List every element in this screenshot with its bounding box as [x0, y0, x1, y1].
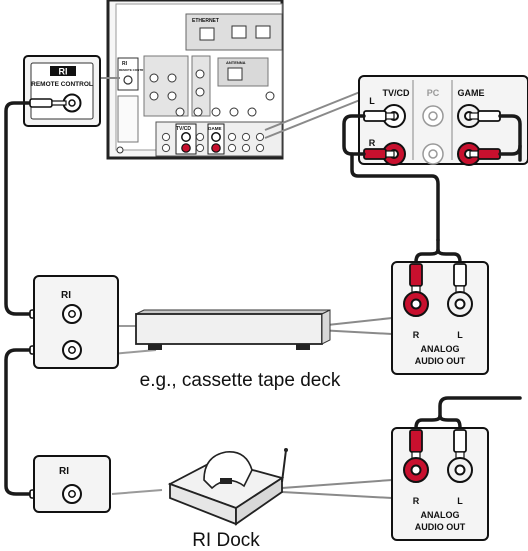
receiver-rear-panel: ETHERNET RI REMOTE CONTROL ANTENNA TV/CD… [106, 0, 284, 160]
ri-panel-2-logo: RI [59, 466, 69, 477]
remote-control-label: REMOTE CONTROL [31, 81, 93, 88]
deck-audio-out-label: AUDIO OUT [415, 356, 466, 366]
dock-out-r-label: R [413, 496, 420, 506]
analog-input-callout: TV/CD PC GAME L R [358, 75, 528, 166]
right-channel-label: R [369, 138, 376, 148]
ri-dock [167, 448, 288, 526]
game-label: GAME [458, 88, 485, 98]
deck-out-l-label: L [457, 330, 463, 340]
cassette-deck-caption: e.g., cassette tape deck [140, 370, 341, 391]
pc-label: PC [427, 88, 440, 98]
cables [4, 101, 522, 496]
left-channel-label: L [369, 96, 375, 106]
deck-analog-label: ANALOG [421, 344, 460, 354]
antenna-label: ANTENNA [226, 60, 246, 65]
ri-panel-cassette-deck: RI [33, 275, 119, 369]
dock-analog-label: ANALOG [421, 510, 460, 520]
ri-logo: RI [59, 67, 68, 77]
ethernet-label: ETHERNET [192, 18, 219, 24]
ri-dock-caption: RI Dock [192, 530, 260, 551]
ri-plug-receiver [29, 98, 67, 108]
game-rca-plugs [469, 110, 501, 160]
cassette-tape-deck [135, 309, 331, 350]
panel-game-label: GAME [208, 126, 222, 131]
ri-panel-dock: RI [33, 455, 111, 513]
panel-ri-text: RI [122, 61, 128, 67]
pc-r-jack [422, 143, 444, 165]
receiver-small-jacks [149, 69, 275, 117]
analog-audio-out-panel-dock: R L ANALOG AUDIO OUT [391, 427, 489, 541]
leader-lines [98, 77, 393, 499]
ri-remote-control-callout: RI REMOTE CONTROL [23, 55, 101, 127]
deck-out-r-label: R [413, 330, 420, 340]
dock-out-l-label: L [457, 496, 463, 506]
panel-ri-small-text: REMOTE CONTROL [119, 68, 148, 72]
panel-tvcd-label: TV/CD [176, 126, 191, 132]
ri-panel-1-logo: RI [61, 290, 71, 301]
tvcd-label: TV/CD [383, 88, 411, 98]
analog-audio-out-panel-deck: R L ANALOG AUDIO OUT [391, 261, 489, 375]
pc-l-jack [422, 105, 444, 127]
dock-audio-out-label: AUDIO OUT [415, 522, 466, 532]
